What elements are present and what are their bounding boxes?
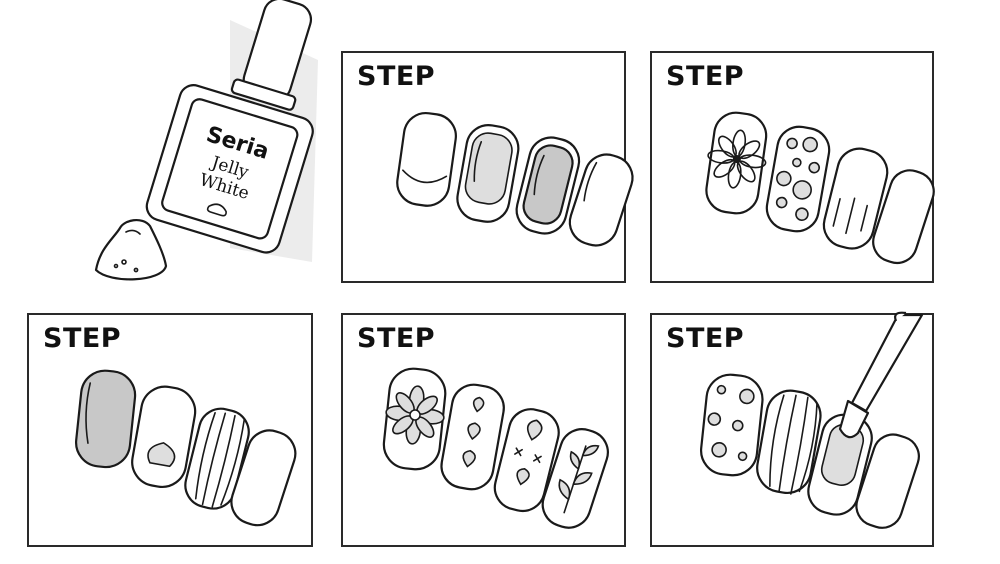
step-label: STEP [357, 61, 436, 92]
nail [872, 169, 935, 265]
nail [699, 373, 764, 477]
step-label: STEP [666, 61, 745, 92]
nail-polish-bottle-illustration: Seria Jelly White [94, 0, 318, 281]
stripe-design [769, 394, 818, 495]
step-panel-1: STEP [341, 51, 634, 283]
dots-design [775, 136, 821, 222]
step-label: STEP [357, 323, 436, 354]
bottle-logo-blob [206, 203, 227, 217]
step-panel-5: STEP [650, 311, 934, 547]
flower-design [385, 385, 445, 445]
dots-design [707, 384, 755, 462]
nail [855, 433, 920, 529]
polish-brush-icon [838, 311, 924, 439]
nails-illustration-2 [705, 111, 935, 265]
nails-illustration-3 [74, 369, 297, 527]
step-label: STEP [666, 323, 745, 354]
step-panel-3: STEP [27, 313, 313, 547]
nail [396, 111, 457, 207]
nail [493, 408, 560, 513]
step-panel-2: STEP [650, 51, 935, 283]
nail [131, 385, 197, 489]
bottle-body [145, 84, 314, 254]
flower-design [707, 129, 767, 189]
nail [705, 111, 768, 215]
step-label: STEP [43, 323, 122, 354]
heart-tip-design [147, 442, 176, 468]
polish-drop [94, 219, 168, 281]
nail [822, 147, 889, 250]
nails-illustration-5 [699, 311, 924, 529]
nails-illustration-4 [382, 367, 609, 529]
stripe-design [194, 412, 246, 508]
hearts-design [462, 396, 485, 468]
nail [568, 153, 634, 247]
nail [230, 429, 297, 527]
step-panel-4: STEP [341, 313, 626, 547]
nails-illustration-1 [396, 111, 634, 247]
nail [74, 369, 137, 469]
